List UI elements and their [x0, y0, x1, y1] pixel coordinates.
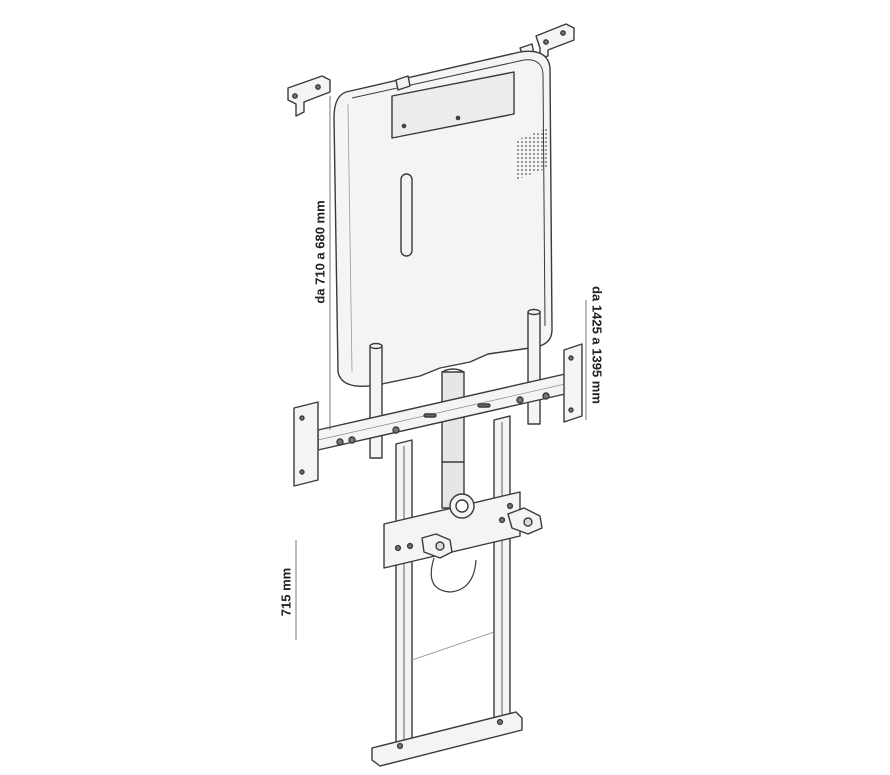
support-leg-left	[369, 342, 383, 459]
flex-hose	[430, 557, 477, 593]
dimension-label-cistern: da 710 a 680 mm	[312, 200, 328, 304]
cistern-access-panel	[391, 71, 515, 139]
wall-bracket-right	[535, 23, 575, 59]
frame-rail-right	[493, 415, 511, 725]
floor-foot	[371, 711, 523, 767]
wall-bracket-left	[287, 75, 331, 117]
support-leg-right	[527, 308, 541, 425]
cistern-tank	[333, 50, 553, 387]
cistern-top-clip	[395, 75, 411, 91]
wall-plate-right	[563, 343, 583, 423]
frame-rail-left	[395, 439, 413, 753]
dimension-label-frame: da 1425 a 1395 mm	[589, 286, 605, 404]
water-inlet-right	[507, 507, 543, 535]
wall-plate-left	[293, 401, 319, 487]
flush-pipe	[441, 368, 465, 509]
dimension-label-connection: 715 mm	[278, 567, 294, 617]
water-inlet-left	[421, 533, 453, 559]
connection-plate	[383, 491, 521, 569]
drain-connector	[449, 493, 475, 519]
cistern-level-slot	[400, 173, 413, 257]
cistern-vent-grille	[516, 128, 548, 180]
